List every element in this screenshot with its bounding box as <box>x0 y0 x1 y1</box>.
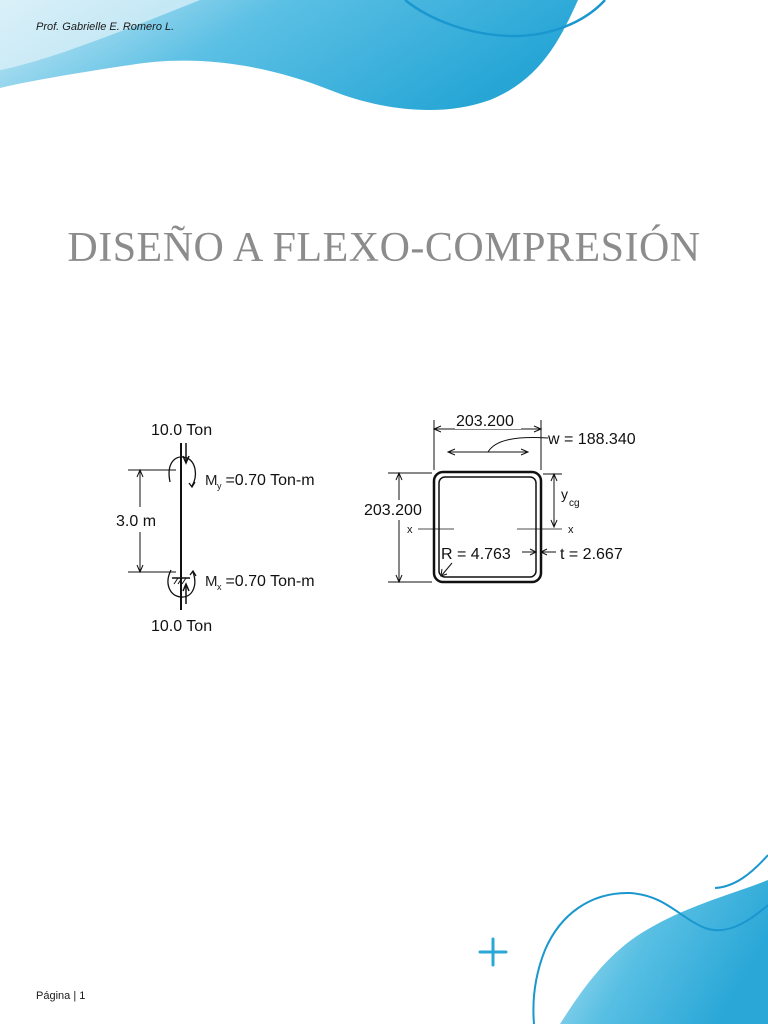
bottom-moment-value: =0.70 Ton-m <box>221 573 315 590</box>
top-moment-arc <box>168 456 197 487</box>
figure: 10.0 Ton M y =0.70 Ton-m 3.0 m M x =0.70… <box>116 412 636 635</box>
tube-outer-wall <box>432 470 543 584</box>
bottom-moment-symbol: M <box>205 573 218 590</box>
inner-width-label: w = 188.340 <box>547 431 636 448</box>
radius-label: R = 4.763 <box>441 546 511 563</box>
top-moment-subscript: y <box>217 481 222 491</box>
top-moment-symbol: M <box>205 472 218 489</box>
axis-label-right: x <box>568 524 574 536</box>
footer-separator: | <box>70 990 80 1002</box>
footer-page-number: 1 <box>79 990 86 1002</box>
author-header: Prof. Gabrielle E. Romero L. <box>36 21 175 33</box>
footer-page-label: Página <box>36 990 71 1002</box>
section-width-label: 203.200 <box>456 413 514 430</box>
plus-icon <box>478 937 508 967</box>
header-wave <box>0 0 606 111</box>
section-height-label: 203.200 <box>364 502 422 519</box>
footer-wave <box>532 854 768 1024</box>
section-diagram: 203.200 w = 188.340 203.200 x x y cg R =… <box>364 412 636 584</box>
ycg-subscript: cg <box>569 498 580 509</box>
tube-inner-wall <box>438 476 537 578</box>
thickness-label: t = 2.667 <box>560 546 623 563</box>
top-load-label: 10.0 Ton <box>151 422 212 439</box>
axis-label-left: x <box>407 524 413 536</box>
page-title: DISEÑO A FLEXO-COMPRESIÓN <box>67 225 701 271</box>
column-diagram: 10.0 Ton M y =0.70 Ton-m 3.0 m M x =0.70… <box>116 422 315 635</box>
column-length-label: 3.0 m <box>116 513 156 530</box>
bottom-load-label: 10.0 Ton <box>151 618 212 635</box>
top-moment-value: =0.70 Ton-m <box>221 472 315 489</box>
page-footer: Página | 1 <box>36 990 85 1002</box>
bottom-moment-subscript: x <box>217 582 222 592</box>
ycg-symbol: y <box>561 486 568 502</box>
bottom-moment-arc <box>167 569 196 598</box>
